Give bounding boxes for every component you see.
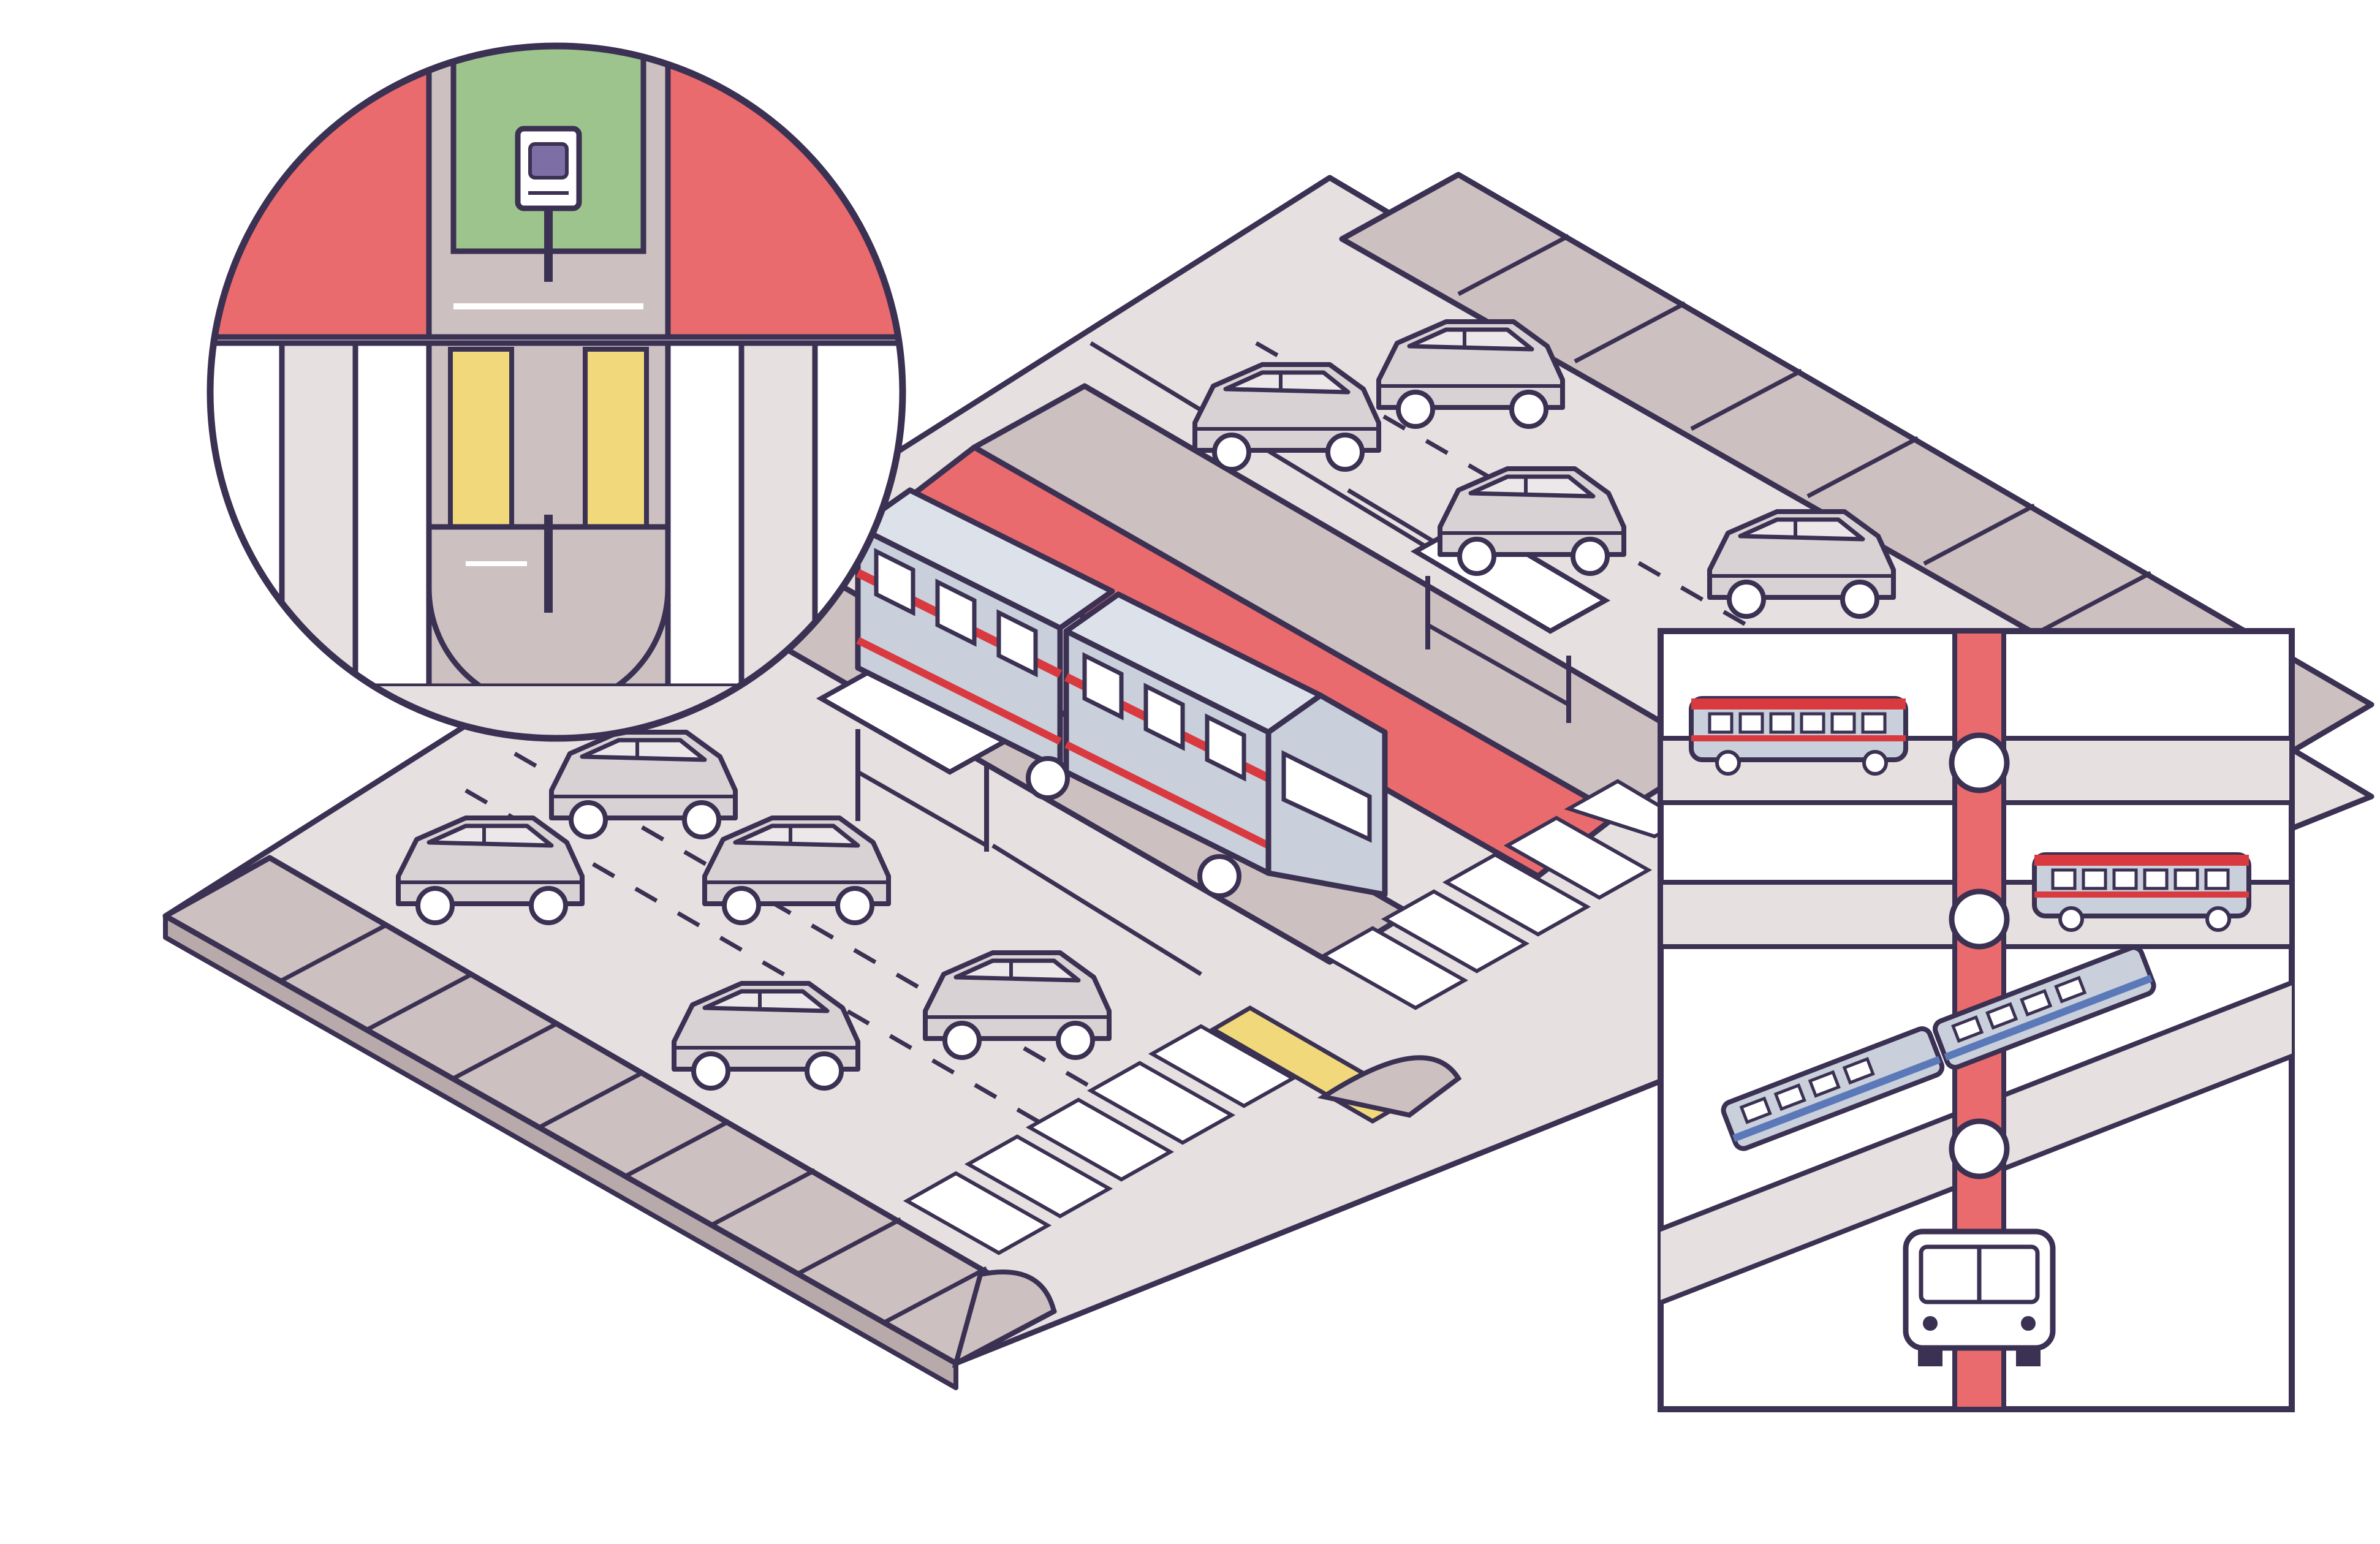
magnifier-inset xyxy=(207,42,906,742)
yellow-strip-right xyxy=(583,347,649,548)
station-marker-icon xyxy=(1949,732,2010,793)
station-marker-icon xyxy=(1949,888,2010,950)
map-bus-2 xyxy=(2032,852,2251,932)
bus-front-icon xyxy=(1903,1228,2056,1366)
yellow-strip-left xyxy=(448,347,514,548)
bus-shelter-lower xyxy=(816,665,1010,852)
pedestrian-refuge xyxy=(1317,1055,1462,1118)
map-bus-1 xyxy=(1689,696,1908,776)
transit-map-inset xyxy=(1658,628,2295,1412)
articulated-bus xyxy=(858,490,1388,898)
bus-stop-sign-icon xyxy=(515,126,582,282)
crosswalk xyxy=(903,779,1689,1255)
station-marker-icon xyxy=(1949,1118,2010,1179)
sidewalk-tiles xyxy=(281,923,988,1326)
map-light-rail xyxy=(1721,945,2156,1151)
